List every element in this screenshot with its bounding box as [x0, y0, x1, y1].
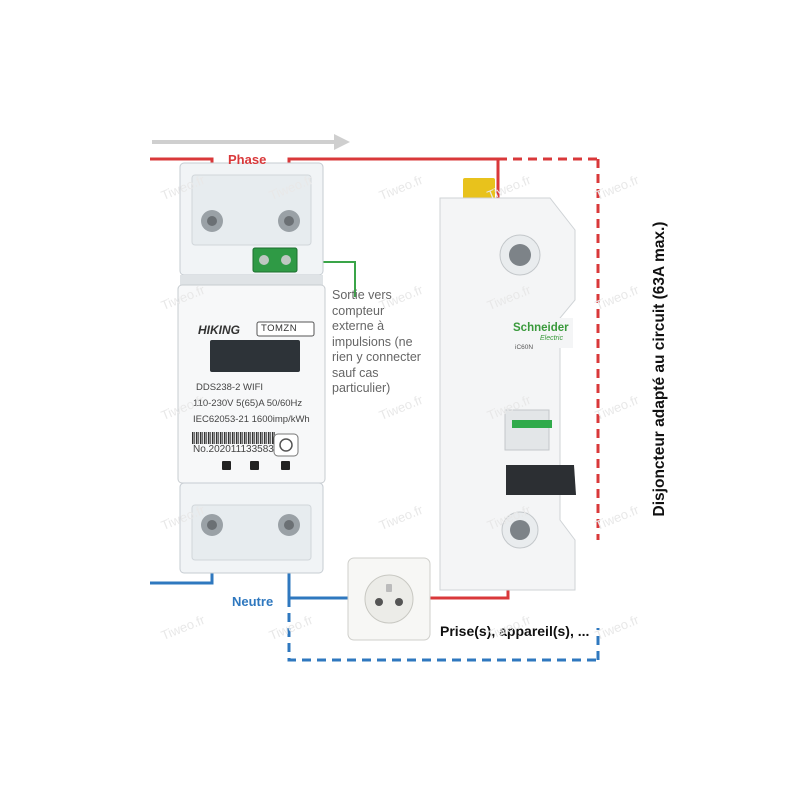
pulse-output-note: Sortie vers compteur externe à impulsion…	[332, 288, 438, 397]
meter-serial: No.202011133583	[193, 444, 274, 455]
barcode	[192, 432, 275, 444]
meter-rating: 110-230V 5(65)A 50/60Hz	[193, 398, 303, 409]
meter-badge: TOMZN	[261, 323, 298, 334]
breaker-brand: Schneider	[513, 322, 569, 334]
breaker-toggle	[506, 465, 576, 495]
breaker-bottom-screw	[510, 520, 530, 540]
wall-socket	[347, 557, 431, 641]
pulse-terminal	[252, 247, 298, 273]
note-line: rien y connecter	[332, 350, 421, 364]
circuit-breaker	[439, 178, 576, 591]
note-line: Sortie vers	[332, 288, 392, 302]
note-line: sauf cas	[332, 365, 379, 380]
note-line: particulier)	[332, 381, 391, 395]
breaker-clip	[463, 178, 495, 200]
socket-label: Prise(s), appareil(s), ...	[440, 623, 590, 639]
breaker-top-screw	[509, 244, 531, 266]
reset-button	[273, 433, 299, 457]
breaker-model: iC60N	[515, 344, 534, 351]
note-line: compteur	[332, 303, 385, 318]
note-line: impulsions (ne	[332, 334, 413, 349]
energy-meter	[177, 162, 326, 574]
flow-arrow	[152, 134, 350, 150]
meter-brand: HIKING	[198, 323, 240, 337]
note-line: externe à	[332, 319, 385, 333]
neutral-label: Neutre	[232, 594, 274, 609]
meter-model: DDS238-2 WIFI	[196, 382, 264, 393]
meter-standard: IEC62053-21 1600imp/kWh	[193, 414, 310, 425]
meter-display	[210, 340, 300, 372]
breaker-label: Disjoncteur adapté au circuit (63A max.)	[651, 221, 668, 517]
breaker-sub: Electric	[540, 335, 563, 342]
phase-label: Phase	[228, 152, 267, 167]
